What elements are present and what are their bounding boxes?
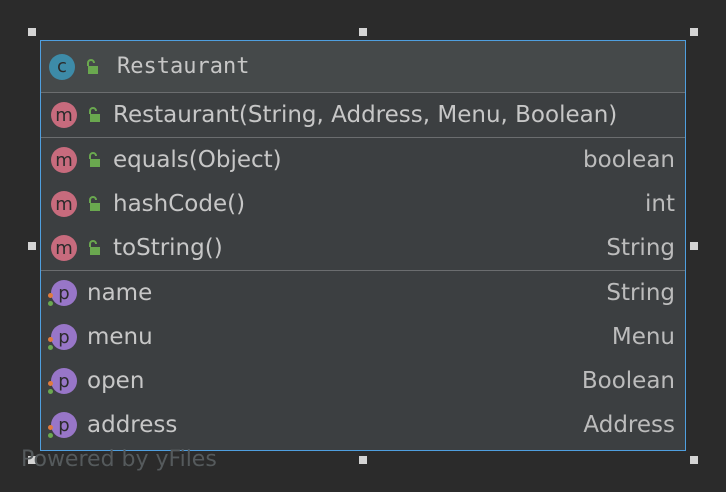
field-type: Boolean — [581, 368, 675, 394]
property-icon: p — [51, 280, 77, 306]
field-row[interactable]: p name String — [41, 271, 685, 315]
constructor-row[interactable]: m Restaurant(String, Address, Menu, Bool… — [41, 93, 685, 137]
method-name: hashCode() — [113, 191, 246, 217]
resize-handle-top[interactable] — [359, 28, 367, 36]
unlocked-padlock-icon — [89, 240, 100, 255]
field-type: Menu — [611, 324, 675, 350]
unlocked-padlock-icon — [89, 196, 100, 211]
field-modifier-icon — [48, 337, 56, 353]
resize-handle-top-left[interactable] — [28, 28, 36, 36]
resize-handle-bottom-right[interactable] — [690, 456, 698, 464]
field-name: open — [87, 368, 145, 394]
method-name: toString() — [113, 235, 223, 261]
resize-handle-bottom[interactable] — [359, 456, 367, 464]
unlocked-padlock-icon — [89, 152, 100, 167]
resize-handle-left[interactable] — [28, 242, 36, 250]
method-row[interactable]: m hashCode() int — [41, 182, 685, 226]
unlocked-padlock-icon — [87, 58, 98, 74]
method-icon: m — [51, 235, 77, 261]
property-icon: p — [51, 412, 77, 438]
resize-handle-right[interactable] — [690, 242, 698, 250]
field-modifier-icon — [48, 381, 56, 397]
field-row[interactable]: p address Address — [41, 403, 685, 447]
class-header: c Restaurant — [41, 41, 685, 93]
field-row[interactable]: p open Boolean — [41, 359, 685, 403]
resize-handle-bottom-left[interactable] — [28, 456, 36, 464]
field-modifier-icon — [48, 425, 56, 441]
method-icon: m — [51, 147, 77, 173]
methods-section: m equals(Object) boolean m hashCode() in… — [41, 138, 685, 271]
fields-section: p name String p menu Menu p open Boolean… — [41, 271, 685, 447]
method-return-type: boolean — [583, 147, 675, 173]
property-icon: p — [51, 324, 77, 350]
property-icon: p — [51, 368, 77, 394]
field-modifier-icon — [48, 293, 56, 309]
field-name: name — [87, 280, 153, 306]
class-name: Restaurant — [117, 54, 250, 79]
field-name: address — [87, 412, 178, 438]
watermark: Powered by yFiles — [21, 447, 217, 472]
method-return-type: int — [645, 191, 675, 217]
field-type: Address — [583, 412, 675, 438]
method-return-type: String — [606, 235, 675, 261]
constructors-section: m Restaurant(String, Address, Menu, Bool… — [41, 93, 685, 138]
method-row[interactable]: m equals(Object) boolean — [41, 138, 685, 182]
unlocked-padlock-icon — [89, 107, 100, 122]
constructor-signature: Restaurant(String, Address, Menu, Boolea… — [113, 102, 618, 128]
method-icon: m — [51, 191, 77, 217]
field-type: String — [606, 280, 675, 306]
method-icon: m — [51, 102, 77, 128]
field-row[interactable]: p menu Menu — [41, 315, 685, 359]
resize-handle-top-right[interactable] — [690, 28, 698, 36]
class-icon: c — [49, 53, 75, 80]
class-node-restaurant[interactable]: c Restaurant m Restaurant(String, Addres… — [40, 40, 686, 451]
field-name: menu — [87, 324, 153, 350]
method-name: equals(Object) — [113, 147, 282, 173]
method-row[interactable]: m toString() String — [41, 226, 685, 270]
